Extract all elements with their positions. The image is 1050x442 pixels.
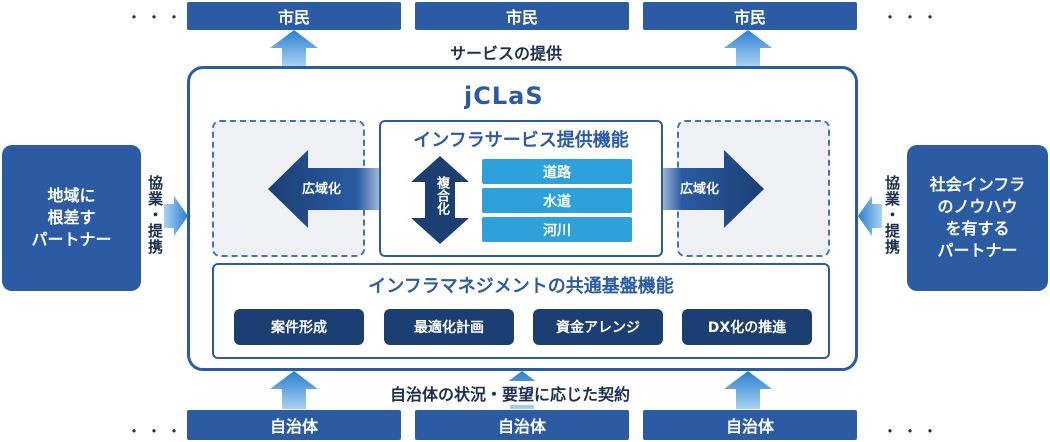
compound-label: 複合化 xyxy=(433,176,449,220)
up-arrow-icon xyxy=(270,371,318,409)
wide-area-arrow-right-icon xyxy=(650,150,764,228)
partner-line: パートナー xyxy=(937,241,1018,260)
citizen-label: 市民 xyxy=(505,8,538,27)
function-project-formation: 案件形成 xyxy=(234,309,364,345)
contract-label: 自治体の状況・要望に応じた契約 xyxy=(386,381,635,405)
up-arrow-icon xyxy=(724,30,772,66)
function-label: 案件形成 xyxy=(271,320,327,336)
function-label: 最適化計画 xyxy=(414,320,484,336)
service-label: 水道 xyxy=(543,193,571,210)
function-optimization-plan: 最適化計画 xyxy=(384,309,514,345)
up-arrow-icon xyxy=(724,371,772,409)
collaboration-label-left: 協業・提携 xyxy=(146,175,164,255)
service-water: 水道 xyxy=(482,188,632,213)
wide-area-arrow-left-icon xyxy=(268,150,392,228)
regional-partner-box: 地域に 根差す パートナー xyxy=(2,145,141,291)
municipality-label: 自治体 xyxy=(497,417,546,436)
bottom-ellipsis-right: ・・・ xyxy=(882,422,943,441)
top-ellipsis-right: ・・・ xyxy=(882,8,943,27)
function-label: DX化の推進 xyxy=(707,320,787,336)
service-label: 河川 xyxy=(543,222,571,239)
bottom-ellipsis-left: ・・・ xyxy=(126,422,187,441)
municipality-box-1: 自治体 xyxy=(187,410,401,440)
service-river: 河川 xyxy=(482,217,632,242)
compound-double-arrow-icon xyxy=(411,156,469,244)
service-road: 道路 xyxy=(482,159,632,184)
left-arrow-icon xyxy=(858,196,882,236)
jclas-logo-icon: jCLaS xyxy=(463,82,544,110)
municipality-label: 自治体 xyxy=(725,417,774,436)
partner-line: を有する xyxy=(945,219,1010,238)
wide-area-label-right: 広域化 xyxy=(680,182,720,197)
partner-line: 根差す xyxy=(47,208,96,227)
citizen-box-1: 市民 xyxy=(187,2,401,30)
citizen-label: 市民 xyxy=(733,8,766,27)
municipality-box-2: 自治体 xyxy=(415,410,629,440)
function-label: 資金アレンジ xyxy=(556,320,640,336)
wide-area-label-left: 広域化 xyxy=(302,182,342,197)
citizen-box-3: 市民 xyxy=(643,2,857,30)
right-arrow-icon xyxy=(164,196,188,236)
top-ellipsis-left: ・・・ xyxy=(126,8,187,27)
function-dx-promotion: DX化の推進 xyxy=(682,309,812,345)
partner-line: 地域に xyxy=(47,186,96,205)
up-arrow-icon xyxy=(270,30,318,66)
municipality-box-3: 自治体 xyxy=(643,410,857,440)
service-provision-label: サービスの提供 xyxy=(450,44,563,63)
infra-service-title: インフラサービス提供機能 xyxy=(413,130,629,151)
citizen-box-2: 市民 xyxy=(415,2,629,30)
partner-line: 社会インフラ xyxy=(929,175,1026,194)
infra-know-how-partner-box: 社会インフラ のノウハウ を有する パートナー xyxy=(907,145,1048,291)
citizen-label: 市民 xyxy=(277,8,310,27)
service-label: 道路 xyxy=(543,164,571,181)
partner-line: パートナー xyxy=(31,230,112,249)
function-fund-arrangement: 資金アレンジ xyxy=(533,309,663,345)
municipality-label: 自治体 xyxy=(269,417,318,436)
management-title: インフラマネジメントの共通基盤機能 xyxy=(368,276,674,297)
partner-line: のノウハウ xyxy=(937,197,1018,216)
jclas-logo-text: jCLaS xyxy=(464,82,544,110)
collaboration-label-right: 協業・提携 xyxy=(883,175,901,255)
jclas-logo: jCLaS xyxy=(463,80,584,110)
compound-text: 複合化 xyxy=(434,176,449,215)
